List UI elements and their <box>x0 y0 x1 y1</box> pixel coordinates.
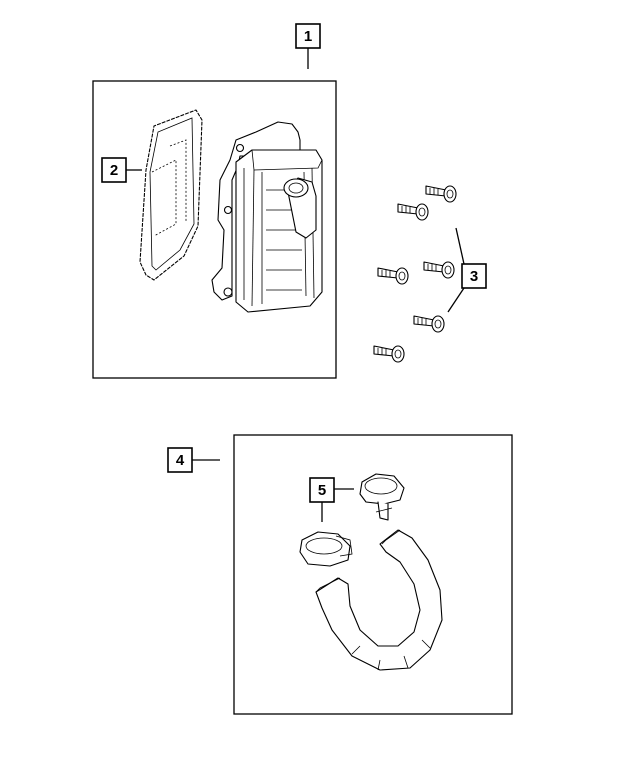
callout-2-label: 2 <box>110 162 118 179</box>
bolt <box>373 345 405 363</box>
hose-assembly-frame <box>233 434 513 715</box>
callout-2[interactable]: 2 <box>101 157 142 183</box>
bolt-set <box>373 185 457 363</box>
oil-cooler <box>211 121 323 313</box>
callout-1-label: 1 <box>304 28 312 45</box>
bolt <box>377 267 409 285</box>
callout-1[interactable]: 1 <box>295 23 321 69</box>
callout-3-label: 3 <box>470 268 478 285</box>
callout-4[interactable]: 4 <box>167 447 220 473</box>
hose-clamp <box>359 473 405 521</box>
oil-cooler-gasket <box>139 109 203 281</box>
callout-3[interactable]: 3 <box>447 227 487 313</box>
callout-5[interactable]: 5 <box>309 477 354 522</box>
hose-clamp <box>299 531 353 567</box>
oil-cooler-assembly-frame <box>92 80 337 379</box>
bolt <box>425 185 457 203</box>
bolt <box>397 203 429 221</box>
callout-5-label: 5 <box>318 482 326 499</box>
coolant-hose <box>315 529 443 671</box>
bolt <box>413 315 445 333</box>
callout-4-label: 4 <box>176 452 185 469</box>
bolt <box>423 261 455 279</box>
